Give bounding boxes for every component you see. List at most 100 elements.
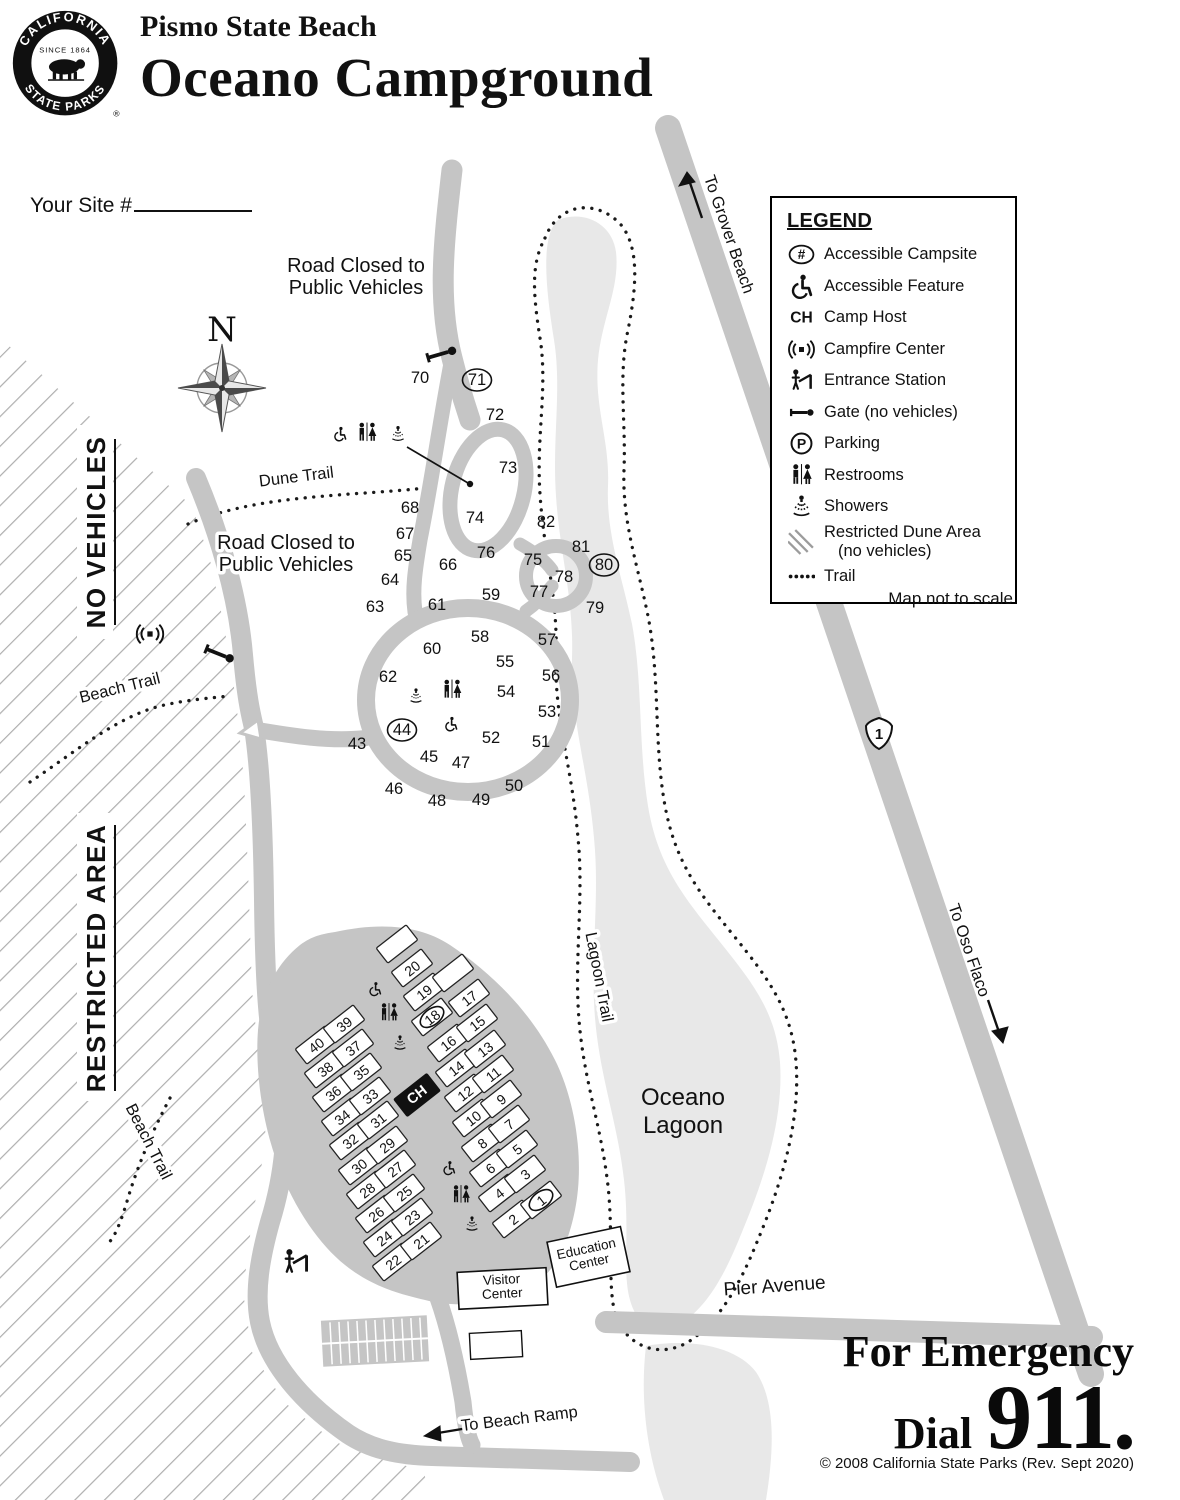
campsite-number: 79: [586, 599, 604, 617]
legend-item-label: Campfire Center: [824, 339, 946, 358]
campsite-number: 53: [538, 703, 556, 721]
campsite-slot: 3: [504, 1154, 546, 1194]
no-vehicles-label: NO VEHICLES: [77, 425, 116, 639]
campsite-slot: 11: [472, 1054, 514, 1094]
visitor-center-label: Visitor: [483, 1271, 522, 1288]
legend-item: Restrooms: [772, 460, 1015, 492]
site-slot: [374, 1149, 416, 1189]
campsite-slot: 20: [391, 948, 433, 988]
restricted-dune-area-icon: [787, 528, 815, 555]
road-junction-island: [236, 717, 263, 742]
campsite-slot: 27: [374, 1149, 416, 1189]
site-slot: [496, 1129, 538, 1169]
legend-item-label: Gate (no vehicles): [824, 402, 958, 421]
campsite-number: 68: [401, 499, 419, 517]
compass-rose: [177, 343, 267, 433]
legend-item-label: Showers: [824, 497, 889, 516]
legend-item-label: Entrance Station: [824, 371, 946, 390]
restrooms-icon: [359, 422, 377, 442]
site-slot: [480, 1079, 522, 1119]
campsite-slot: 13: [464, 1029, 506, 1069]
restrooms-icon: [444, 679, 462, 699]
campsite-number: 61: [428, 596, 446, 614]
campsite-number: 78: [555, 568, 573, 586]
emergency-line1: For Emergency: [842, 1327, 1134, 1376]
bear-icon: [48, 59, 86, 81]
oceano-lagoon: [546, 216, 781, 1330]
legend-item: Showers: [772, 491, 1015, 523]
campsite-number: 63: [366, 598, 384, 616]
site-slot: [391, 1197, 433, 1237]
facility-leader-dot: [466, 480, 474, 488]
campfire-center-icon: [787, 336, 815, 363]
site-slot: [391, 948, 433, 988]
campsite-number: 49: [472, 791, 490, 809]
legend-item: Gate (no vehicles): [772, 397, 1015, 429]
legend-title: LEGEND: [787, 210, 873, 232]
campsite-number: 59: [482, 586, 500, 604]
to-oso-flaco-arrow: [986, 999, 1009, 1044]
campsite-number: 82: [537, 513, 555, 531]
parking-lot: [320, 1315, 430, 1367]
to-beach-ramp-label: To Beach Ramp: [460, 1403, 579, 1435]
campsite-number: 74: [466, 509, 484, 527]
campsite-number: 65: [394, 547, 412, 565]
campsite-slot: 15: [456, 1003, 498, 1043]
oceano-lagoon-label: Oceano: [641, 1084, 725, 1111]
legend-item: Accessible Feature: [772, 271, 1015, 303]
legend-item: Camp Host: [772, 302, 1015, 334]
beach-trail-upper: [28, 694, 232, 784]
parking-icon: [787, 430, 815, 457]
legend-item-label: Trail: [824, 566, 856, 585]
site-slot: [366, 1125, 408, 1165]
entrance-station-icon: [787, 367, 815, 394]
accessible-site-ring: [528, 1188, 554, 1212]
empty-site-slot: [432, 953, 474, 993]
campsite-number: 77: [530, 583, 548, 601]
campground-entry-road: [432, 159, 481, 431]
park-name: Pismo State Beach: [140, 10, 377, 43]
camp-host-icon: [787, 304, 815, 331]
campsite-slot: 5: [496, 1129, 538, 1169]
spur-connector-road: [513, 537, 559, 618]
site-slot: [488, 1104, 530, 1144]
legend-item: Parking: [772, 428, 1015, 460]
campsite-number: 57: [538, 631, 556, 649]
campsite-number: 70: [411, 369, 429, 387]
upper-small-loop-road: [442, 421, 534, 559]
emergency-number: 911.: [986, 1366, 1136, 1469]
campsite-number: 51: [532, 733, 550, 751]
highway-1-label: 1: [875, 726, 883, 743]
campsite-slot: 29: [366, 1125, 408, 1165]
campsite-number: 67: [396, 525, 414, 543]
campground-south-road: [429, 1289, 481, 1454]
empty-site-slot: [376, 924, 418, 964]
accessible-site-ring: [419, 1005, 445, 1029]
to-grover-beach-arrow: [677, 171, 704, 219]
campsite-number: 80: [595, 556, 613, 574]
copyright: © 2008 California State Parks (Rev. Sept…: [819, 1455, 1134, 1472]
page-title: Oceano Campground: [140, 47, 654, 108]
dune-trail: [186, 485, 436, 526]
map-scale-note: Map not to scale: [888, 589, 1013, 608]
legend-item: Restricted Dune Area(no vehicles): [772, 523, 1015, 561]
svg-text:Public Vehicles: Public Vehicles: [219, 554, 354, 576]
accessible-site-ring: [588, 553, 620, 577]
entrance-station-icon: [284, 1247, 310, 1273]
campsite-slot: 38: [304, 1049, 346, 1089]
campsite-number: 50: [505, 777, 523, 795]
gate-icon: [787, 399, 815, 426]
emergency-dial: Dial: [893, 1409, 973, 1459]
legend-item-label: Accessible Campsite: [824, 245, 978, 264]
campsite-number: 47: [452, 754, 470, 772]
svg-text:Lagoon: Lagoon: [643, 1112, 723, 1139]
facility-leader-line: [406, 446, 469, 484]
campsite-number: 64: [381, 571, 399, 589]
emergency-notice: For Emergency Dial 911.: [842, 1327, 1136, 1469]
lower-campsites: 4038363432302826242239373533312927252321…: [295, 924, 562, 1282]
legend-item-label: Accessible Feature: [824, 276, 965, 295]
campsite-number: 54: [497, 683, 515, 701]
campsite-slot: 1: [520, 1180, 562, 1220]
